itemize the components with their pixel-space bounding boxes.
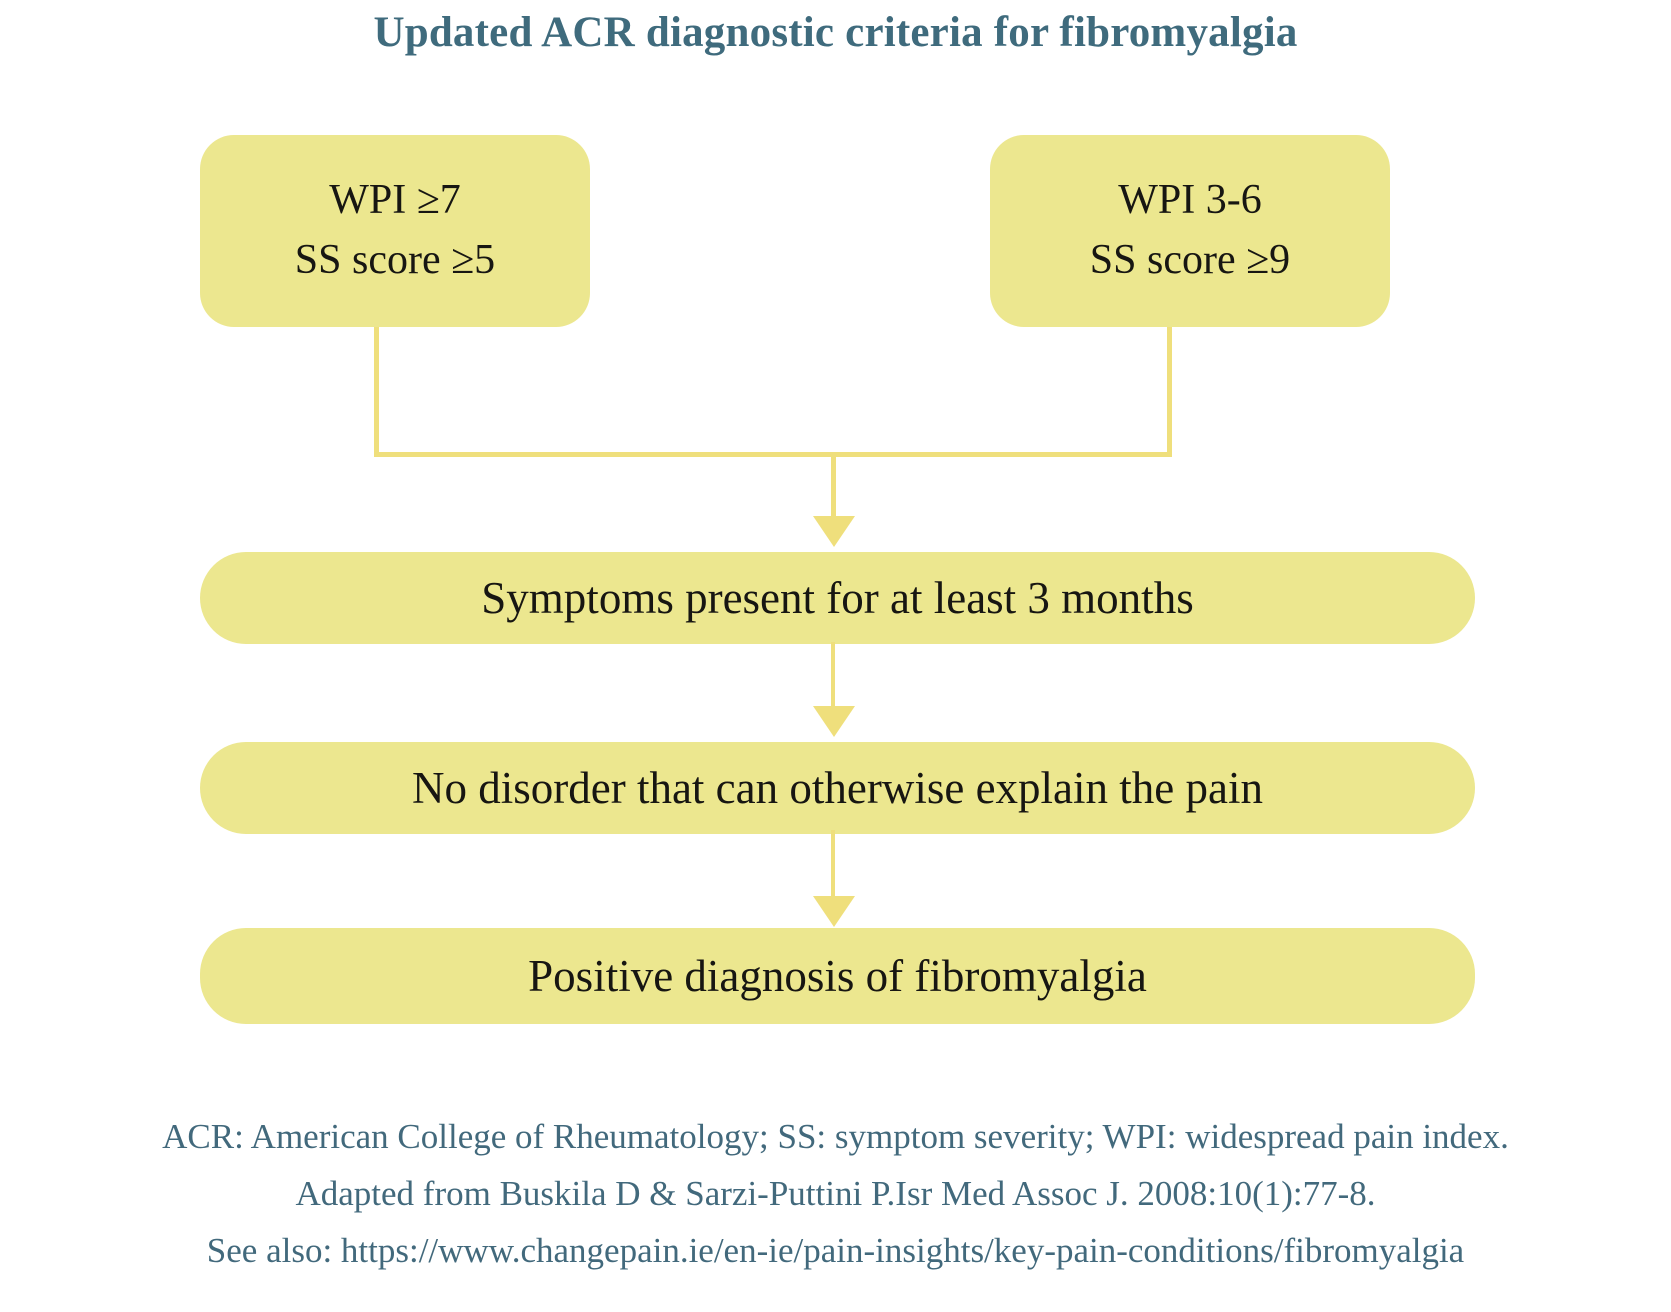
step-bar-label-1: Symptoms present for at least 3 months bbox=[481, 573, 1194, 623]
step-bar-no-other-disorder: No disorder that can otherwise explain t… bbox=[200, 742, 1475, 834]
arrow-down-icon-2 bbox=[813, 706, 855, 737]
step-bar-label-3: Positive diagnosis of fibromyalgia bbox=[528, 951, 1147, 1001]
criteria-box-right: WPI 3-6 SS score ≥9 bbox=[990, 135, 1390, 327]
footnote-block: ACR: American College of Rheumatology; S… bbox=[0, 1108, 1671, 1279]
criteria-box-left-line1: WPI ≥7 bbox=[329, 177, 461, 224]
arrow-down-icon-1 bbox=[813, 516, 855, 547]
criteria-box-left-line2: SS score ≥5 bbox=[294, 237, 496, 283]
connector-horizontal-join bbox=[374, 452, 1172, 457]
step-bar-label-2: No disorder that can otherwise explain t… bbox=[412, 763, 1263, 813]
criteria-box-left: WPI ≥7 SS score ≥5 bbox=[200, 135, 590, 327]
connector-step2-to-step3 bbox=[831, 830, 835, 898]
criteria-box-right-line2: SS score ≥9 bbox=[1089, 237, 1291, 283]
connector-center-vertical bbox=[831, 452, 836, 520]
connector-right-vertical bbox=[1167, 327, 1172, 457]
step-bar-symptoms-duration: Symptoms present for at least 3 months bbox=[200, 552, 1475, 644]
connector-step1-to-step2 bbox=[831, 642, 835, 708]
step-bar-positive-diagnosis: Positive diagnosis of fibromyalgia bbox=[200, 928, 1475, 1024]
criteria-box-right-line1: WPI 3-6 bbox=[1118, 177, 1262, 224]
connector-left-vertical bbox=[374, 327, 379, 457]
arrow-down-icon-3 bbox=[813, 896, 855, 927]
footnote-abbreviations: ACR: American College of Rheumatology; S… bbox=[162, 1117, 1509, 1156]
page-title: Updated ACR diagnostic criteria for fibr… bbox=[373, 9, 1298, 56]
footnote-source-citation: Adapted from Buskila D & Sarzi-Puttini P… bbox=[295, 1174, 1376, 1213]
footnote-see-also-url: See also: https://www.changepain.ie/en-i… bbox=[206, 1231, 1465, 1270]
